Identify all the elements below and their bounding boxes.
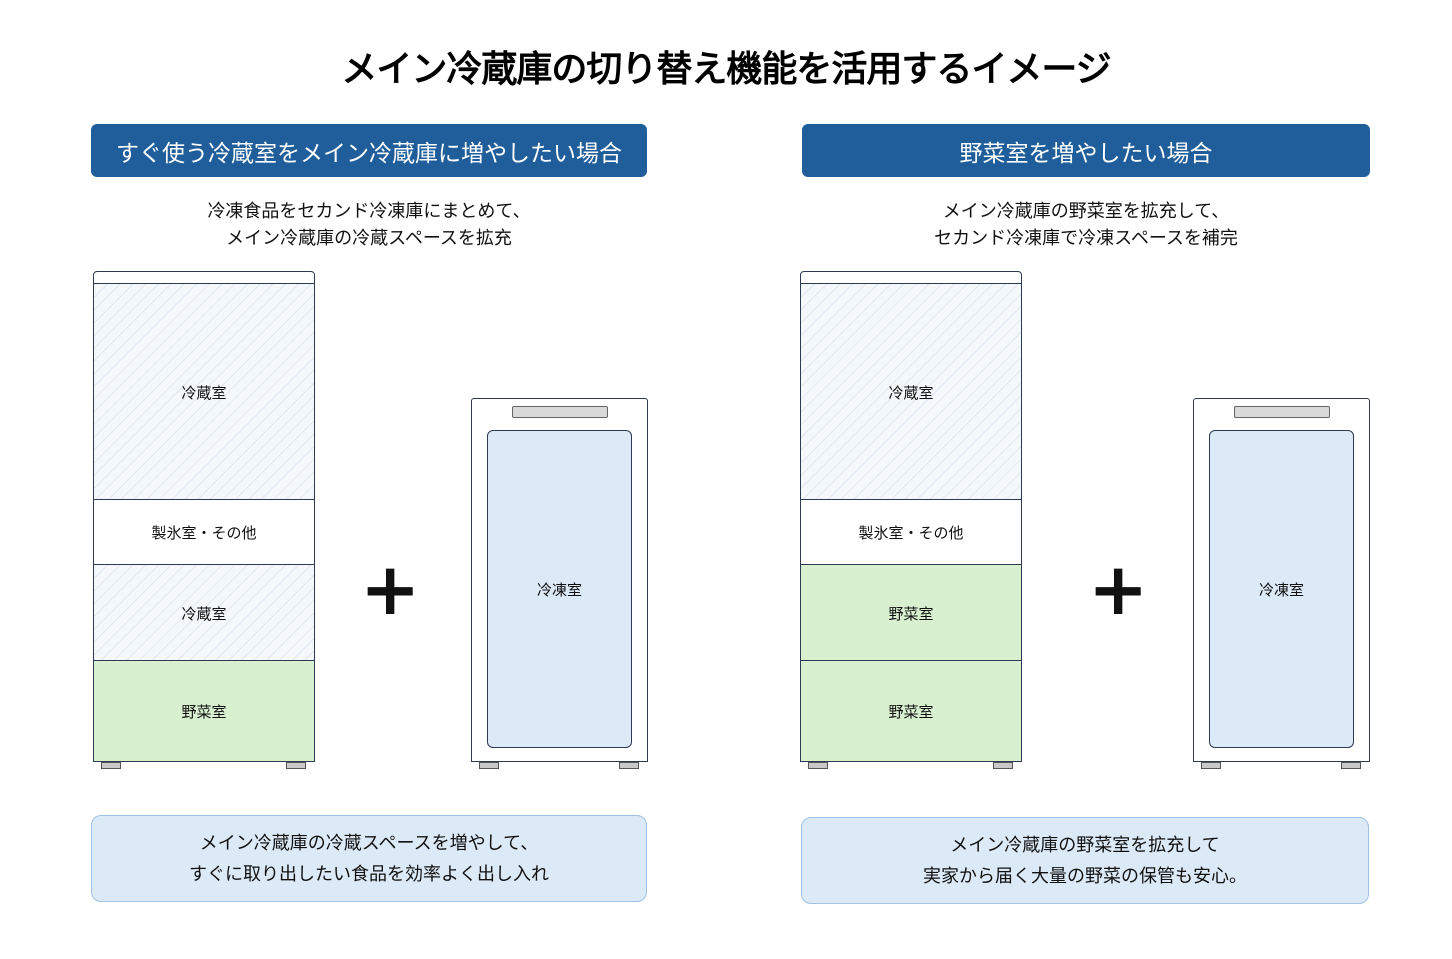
- right-second-freezer: 冷凍室: [1193, 398, 1370, 771]
- right-freezer-door: 冷凍室: [1209, 430, 1354, 748]
- right-main-fridge: 冷蔵室 製氷室・その他 野菜室 野菜室: [800, 271, 1022, 771]
- freezer-handle: [1234, 406, 1330, 418]
- right-subtitle-line-1: メイン冷蔵庫の野菜室を拡充して、: [942, 201, 1230, 222]
- page-title: メイン冷蔵庫の切り替え機能を活用するイメージ: [341, 49, 1111, 90]
- left-fridge-compartment-3: 冷蔵室: [93, 564, 315, 662]
- right-scenario-subtitle: メイン冷蔵庫の野菜室を拡充して、 セカンド冷凍庫で冷凍スペースを補完: [802, 198, 1370, 252]
- right-subtitle-line-2: セカンド冷凍庫で冷凍スペースを補完: [934, 228, 1238, 249]
- left-fridge-compartment-4: 野菜室: [93, 660, 315, 762]
- left-second-freezer: 冷凍室: [471, 398, 648, 771]
- left-fridge-compartment-2: 製氷室・その他: [93, 499, 315, 566]
- freezer-foot: [619, 762, 639, 769]
- right-fridge-compartment-2: 製氷室・その他: [800, 499, 1022, 566]
- left-note-box: メイン冷蔵庫の冷蔵スペースを増やして、 すぐに取り出したい食品を効率よく出し入れ: [91, 815, 647, 902]
- left-note-line-2: すぐに取り出したい食品を効率よく出し入れ: [189, 863, 549, 885]
- right-note-line-2: 実家から届く大量の野菜の保管も安心。: [923, 865, 1247, 887]
- left-scenario-subtitle: 冷凍食品をセカンド冷凍庫にまとめて、 メイン冷蔵庫の冷蔵スペースを拡充: [91, 198, 647, 252]
- fridge-foot: [101, 762, 121, 769]
- fridge-foot: [808, 762, 828, 769]
- left-scenario-header: すぐ使う冷蔵室をメイン冷蔵庫に増やしたい場合: [91, 124, 647, 177]
- left-subtitle-line-1: 冷凍食品をセカンド冷凍庫にまとめて、: [207, 201, 531, 222]
- right-plus-sign: +: [1088, 547, 1149, 631]
- left-main-fridge: 冷蔵室 製氷室・その他 冷蔵室 野菜室: [93, 271, 315, 771]
- left-fridge-compartment-1: 冷蔵室: [93, 283, 315, 501]
- left-subtitle-line-2: メイン冷蔵庫の冷蔵スペースを拡充: [226, 228, 512, 249]
- freezer-handle: [512, 406, 608, 418]
- right-fridge-compartment-3: 野菜室: [800, 564, 1022, 662]
- left-plus-sign: +: [360, 547, 421, 631]
- freezer-foot: [1341, 762, 1361, 769]
- freezer-foot: [1201, 762, 1221, 769]
- fridge-foot: [286, 762, 306, 769]
- right-fridge-compartment-1: 冷蔵室: [800, 283, 1022, 501]
- right-note-line-1: メイン冷蔵庫の野菜室を拡充して: [950, 834, 1220, 856]
- left-note-line-1: メイン冷蔵庫の冷蔵スペースを増やして、: [199, 832, 539, 854]
- right-scenario-header: 野菜室を増やしたい場合: [802, 124, 1370, 177]
- fridge-foot: [993, 762, 1013, 769]
- right-note-box: メイン冷蔵庫の野菜室を拡充して 実家から届く大量の野菜の保管も安心。: [801, 817, 1369, 904]
- freezer-foot: [479, 762, 499, 769]
- left-freezer-door: 冷凍室: [487, 430, 632, 748]
- right-fridge-compartment-4: 野菜室: [800, 660, 1022, 762]
